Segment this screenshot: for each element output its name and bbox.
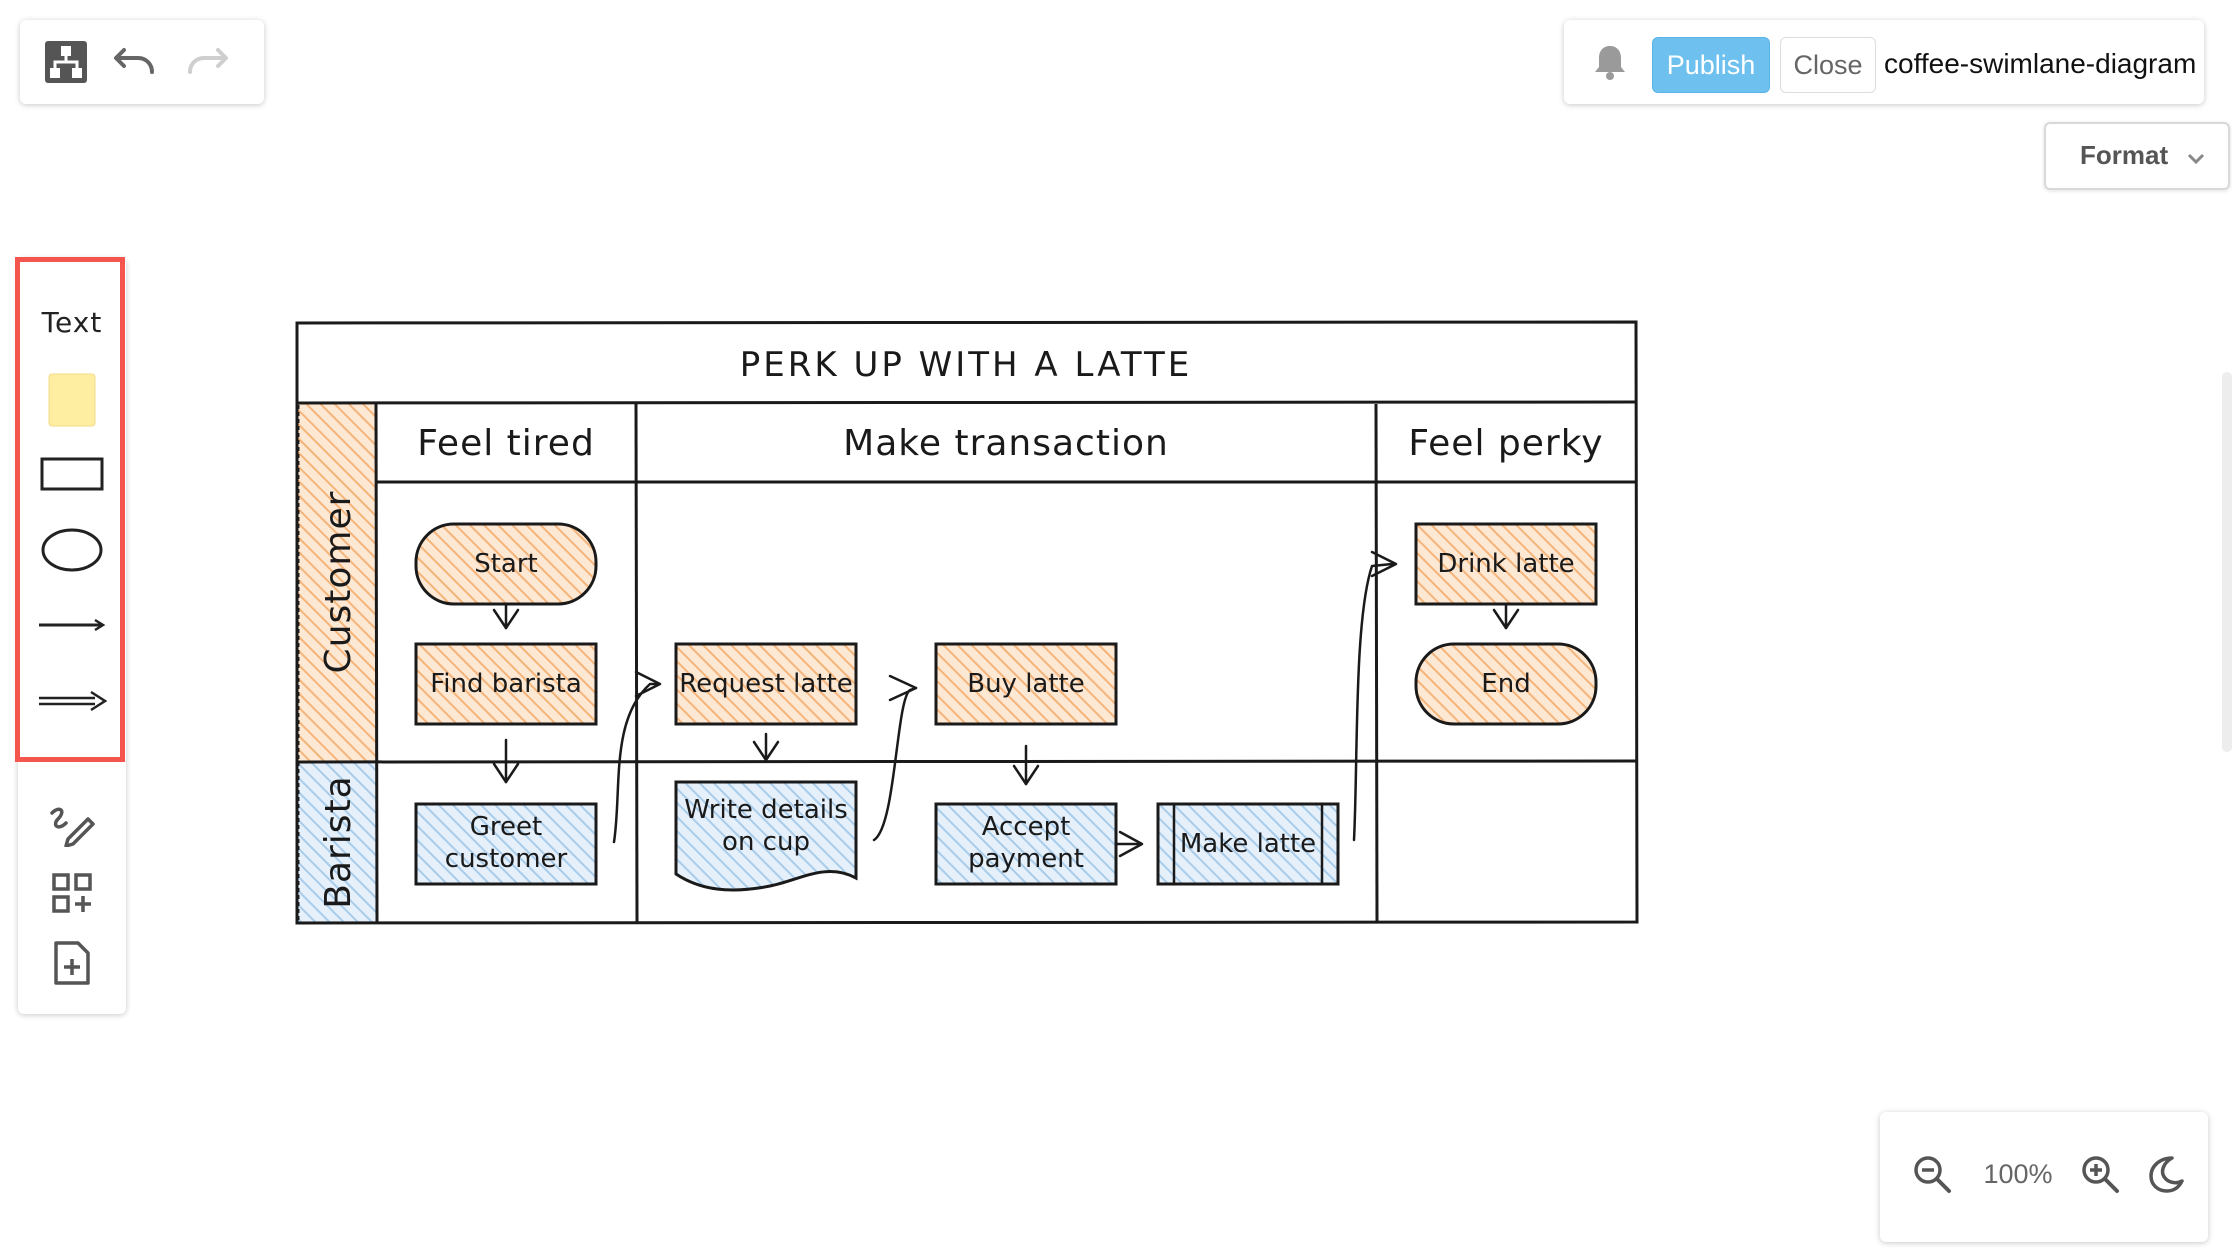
document-name[interactable]: coffee-swimlane-diagram — [1884, 48, 2197, 79]
flow-node-buy-latte[interactable]: Buy latte — [934, 642, 1118, 726]
flow-node-end[interactable]: End — [1414, 642, 1598, 726]
phase-label: Feel tired — [417, 423, 595, 464]
publish-button[interactable]: Publish — [1652, 37, 1770, 93]
ellipse-icon[interactable] — [18, 525, 126, 575]
phase-label: Make transaction — [843, 423, 1169, 464]
lane-label: Barista — [318, 775, 359, 909]
text-tool-label: Text — [41, 305, 103, 339]
sticky-note-icon[interactable] — [18, 368, 126, 432]
node-label: payment — [968, 844, 1084, 874]
node-label: Accept — [982, 812, 1071, 842]
top-right-toolbar: Publish Close coffee-swimlane-diagram — [1564, 20, 2204, 104]
add-page-icon[interactable] — [18, 936, 126, 990]
moon-icon[interactable] — [2142, 1150, 2190, 1198]
top-left-toolbar — [20, 20, 264, 104]
node-label: Make latte — [1180, 829, 1316, 859]
flow-node-find-barista[interactable]: Find barista — [414, 642, 598, 726]
undo-icon[interactable] — [110, 38, 158, 86]
freehand-draw-icon[interactable] — [18, 800, 126, 850]
text-tool[interactable]: Text — [18, 300, 126, 344]
node-label: customer — [445, 844, 568, 874]
node-label: Find barista — [430, 669, 582, 699]
node-label: Write details — [684, 795, 848, 825]
zoom-controls: 100% — [1880, 1112, 2208, 1242]
flow-node-make-latte[interactable]: Make latte — [1156, 802, 1340, 886]
barista-lane-fill — [298, 762, 376, 922]
add-shapes-icon[interactable] — [18, 868, 126, 918]
node-label: Buy latte — [967, 669, 1085, 699]
flow-node-request-latte[interactable]: Request latte — [674, 642, 858, 726]
flow-node-drink-latte[interactable]: Drink latte — [1414, 522, 1598, 606]
lane-label: Customer — [318, 491, 359, 674]
vertical-scrollbar[interactable] — [2222, 372, 2232, 752]
zoom-level: 100% — [1983, 1159, 2053, 1189]
format-label: Format — [2080, 140, 2169, 170]
flow-node-accept-payment[interactable]: Accept payment — [934, 802, 1118, 886]
customer-lane-fill — [298, 404, 376, 762]
node-label: Greet — [470, 812, 542, 842]
format-button[interactable]: Format — [2044, 122, 2230, 190]
redo-icon[interactable] — [184, 38, 232, 86]
node-label: Request latte — [679, 669, 852, 699]
chevron-down-icon — [2186, 142, 2206, 173]
close-button[interactable]: Close — [1780, 37, 1876, 93]
diagram-title: PERK UP WITH A LATTE — [740, 345, 1193, 385]
diagram-icon[interactable] — [42, 38, 90, 86]
zoom-in-icon[interactable] — [2076, 1150, 2124, 1198]
node-label: End — [1481, 669, 1530, 699]
arrow-icon[interactable] — [18, 684, 126, 718]
flow-node-greet-customer[interactable]: Greet customer — [414, 802, 598, 886]
rectangle-icon[interactable] — [18, 452, 126, 496]
line-icon[interactable] — [18, 608, 126, 642]
zoom-out-icon[interactable] — [1908, 1150, 1956, 1198]
phase-label: Feel perky — [1408, 423, 1603, 464]
node-label: Drink latte — [1437, 549, 1574, 579]
node-label: Start — [474, 549, 538, 579]
bell-icon[interactable] — [1586, 38, 1634, 86]
node-label: on cup — [722, 827, 810, 857]
flow-node-write-details[interactable]: Write details on cup — [674, 780, 858, 892]
flow-node-start[interactable]: Start — [414, 522, 598, 606]
